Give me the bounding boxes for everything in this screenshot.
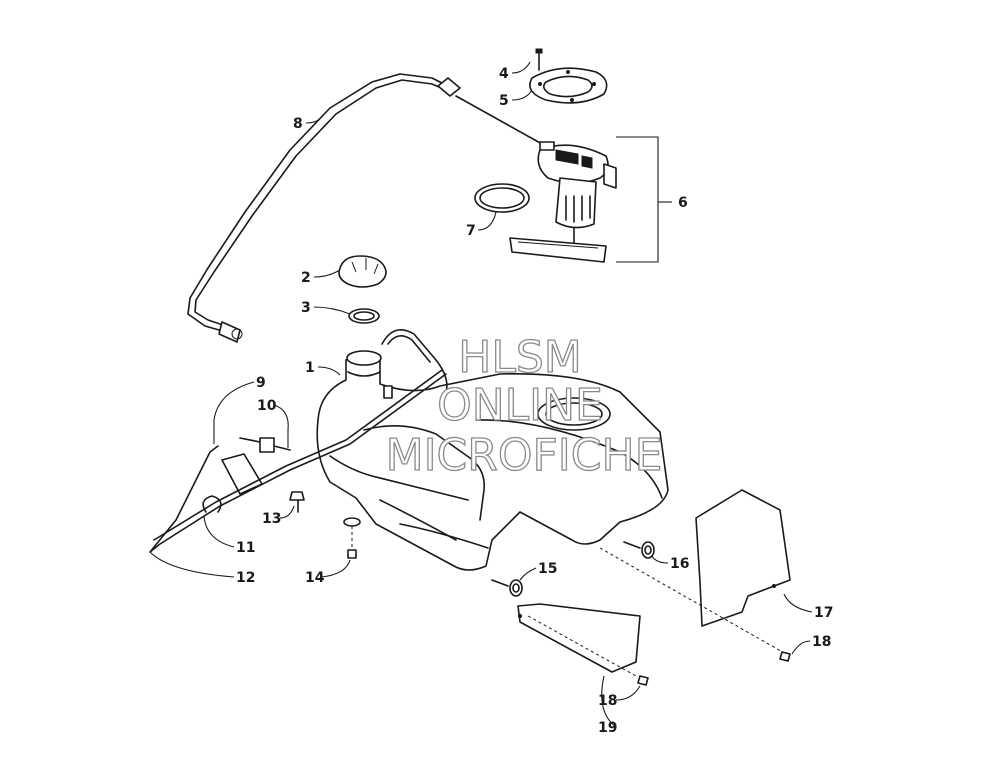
fuel-line <box>455 95 543 145</box>
part-10-fuel-filter <box>239 437 291 453</box>
callout-15: 15 <box>538 561 557 577</box>
callout-13: 13 <box>262 511 281 527</box>
part-4-screw <box>535 48 543 71</box>
callout-8: 8 <box>293 116 303 132</box>
part-16-grommet <box>623 541 655 559</box>
part-12-fuel-line <box>149 373 447 553</box>
callout-17: 17 <box>814 605 833 621</box>
part-13-fitting <box>289 491 305 513</box>
part-17-right-heat-shield <box>695 489 791 627</box>
watermark-line-2: ONLINE <box>437 380 603 431</box>
callout-14: 14 <box>305 570 325 586</box>
part-14-screw <box>347 526 357 559</box>
part-3-cap-gasket <box>348 308 380 324</box>
part-7-o-ring <box>474 183 530 213</box>
callout-6: 6 <box>678 195 688 211</box>
callout-11: 11 <box>236 540 255 556</box>
watermark-line-1: HLSM <box>458 332 582 383</box>
part-18-screw-upper <box>779 651 791 662</box>
part-1-fuel-tank <box>316 328 669 571</box>
callout-numbers: 4 5 6 7 8 2 3 1 9 10 11 12 13 14 15 16 1… <box>236 66 833 736</box>
leader-lines <box>149 61 813 728</box>
part-5-retaining-ring <box>529 67 608 104</box>
part-6-fuel-pump-assembly <box>509 141 617 263</box>
callout-18-lower: 18 <box>598 693 617 709</box>
assembly-bracket <box>616 136 659 263</box>
callout-12: 12 <box>236 570 255 586</box>
callout-4: 4 <box>499 66 509 82</box>
watermark: HLSM ONLINE MICROFICHE <box>385 331 663 481</box>
part-19-left-heat-shield <box>517 603 641 673</box>
part-2-fuel-cap <box>338 255 387 288</box>
callout-3: 3 <box>301 300 311 316</box>
callout-5: 5 <box>499 93 509 109</box>
callout-1: 1 <box>305 360 315 376</box>
callout-2: 2 <box>301 270 311 286</box>
callout-16: 16 <box>670 556 689 572</box>
callout-7: 7 <box>466 223 476 239</box>
watermark-line-3: MICROFICHE <box>386 430 663 481</box>
callout-18-upper: 18 <box>812 634 831 650</box>
part-18-screw-lower <box>637 675 649 686</box>
part-11-hose-clamp <box>202 495 222 513</box>
callout-9: 9 <box>256 375 266 391</box>
part-8-vent-hose <box>187 73 461 343</box>
callout-10: 10 <box>257 398 277 414</box>
part-15-grommet <box>491 579 523 597</box>
callout-19: 19 <box>598 720 617 736</box>
